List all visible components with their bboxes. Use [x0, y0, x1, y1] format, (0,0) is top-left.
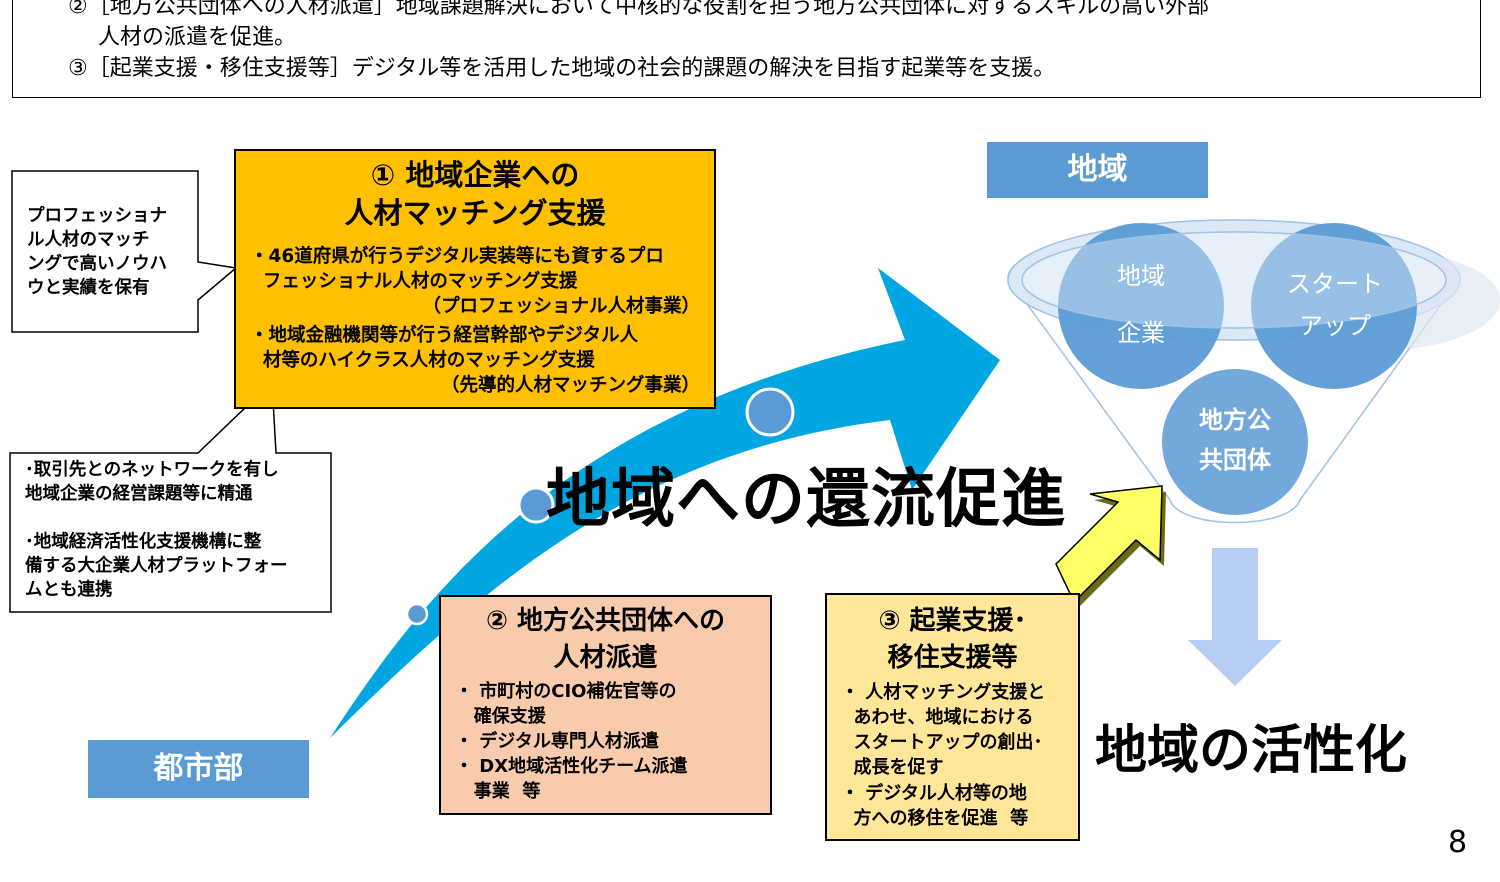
callout-2-shape [9, 380, 332, 613]
box-startup-relocation: ③ 起業支援･ 移住支援等 ・ 人材マッチング支援と あわせ、地域における スタ… [825, 593, 1080, 841]
callout-1-text: プロフェッショナ ル人材のマッチ ングで高いノウハ ウと実績を保有 [27, 206, 167, 298]
circle-startup-label-2: アップ [1299, 312, 1371, 340]
circle-company [1058, 223, 1224, 389]
box2-item-2: 確保支援 [455, 706, 546, 727]
box1-item2-line2: 材等のハイクラス人材のマッチング支援 [250, 350, 595, 371]
box3-item-3: スタートアップの創出･ [841, 732, 1043, 753]
circle-company-label-2: 企業 [1117, 319, 1165, 347]
box3-item-4: 成長を促す [841, 757, 944, 778]
flow-arrow [330, 268, 1000, 738]
box1-item1-line1: ・46道府県が行うデジタル実装等にも資するプロ [250, 246, 664, 267]
page-number: 8 [1448, 825, 1468, 860]
box2-item-5: 事業 等 [455, 781, 541, 802]
box2-title-line1: ② 地方公共団体への [485, 606, 726, 636]
box3-item-2: あわせ、地域における [841, 707, 1034, 728]
box3-title-line2: 移住支援等 [887, 643, 1018, 673]
summary-textbox: ②［地方公共団体への人材派遣］地域課題解決において中核的な役割を担う地方公共団体… [12, 0, 1481, 98]
summary-line-3: ③［起業支援・移住支援等］デジタル等を活用した地域の社会的課題の解決を目指す起業… [68, 56, 1056, 81]
circle-startup [1251, 223, 1417, 389]
circle-gov-label-1: 地方公 [1199, 406, 1271, 434]
box2-item-3: ・ デジタル専門人材派遣 [455, 731, 659, 752]
box2-item-4: ・ DX地域活性化チーム派遣 [455, 756, 688, 777]
box2-item-1: ・ 市町村のCIO補佐官等の [455, 681, 677, 702]
box3-title-line1: ③ 起業支援･ [878, 606, 1027, 636]
box1-item1-line2: フェッショナル人材のマッチング支援 [250, 271, 578, 292]
region-label: 地域 [987, 142, 1208, 198]
box3-item-5: ・ デジタル人材等の地 [841, 783, 1027, 804]
summary-line-2-cont: 人材の派遣を促進。 [98, 25, 297, 50]
yellow-arrow [1055, 485, 1166, 608]
box1-item2-line1: ・地域金融機関等が行う経営幹部やデジタル人 [250, 325, 639, 346]
circle-gov-label-2: 共団体 [1199, 446, 1271, 474]
box1-item1-program: （プロフェッショナル人材事業） [422, 296, 700, 317]
funnel-rim-inner [1021, 231, 1447, 329]
circle-startup-label-1: スタート [1287, 270, 1383, 298]
box1-title-line2: 人材マッチング支援 [344, 196, 606, 230]
box1-title-line1: ① 地域企業への [370, 158, 580, 192]
arrow-dot-small [405, 602, 429, 626]
activation-title: 地域の活性化 [1095, 721, 1408, 781]
down-arrow [1188, 548, 1282, 686]
callout-1-shape [11, 170, 238, 333]
circle-company-label-1: 地域 [1117, 262, 1165, 290]
callout-2-text: ･取引先とのネットワークを有し 地域企業の経営課題等に精通 ･地域経済活性化支援… [25, 460, 288, 600]
box-matching-support: ① 地域企業への 人材マッチング支援 ・46道府県が行うデジタル実装等にも資する… [234, 149, 716, 409]
flow-title: 地域への還流促進 [546, 463, 1066, 537]
circle-gov [1162, 369, 1308, 515]
box3-item-6: 方への移住を促進 等 [841, 808, 1029, 829]
arrow-dot-large [745, 387, 795, 437]
arrow-dot-medium [517, 486, 555, 524]
box2-title-line2: 人材派遣 [553, 643, 658, 673]
summary-line-2: ②［地方公共団体への人材派遣］地域課題解決において中核的な役割を担う地方公共団体… [68, 0, 1210, 19]
box-personnel-dispatch: ② 地方公共団体への 人材派遣 ・ 市町村のCIO補佐官等の 確保支援 ・ デジ… [439, 595, 772, 815]
box3-item-1: ・ 人材マッチング支援と [841, 682, 1046, 703]
box1-item2-program: （先導的人材マッチング事業） [440, 375, 700, 396]
urban-label: 都市部 [88, 740, 309, 798]
